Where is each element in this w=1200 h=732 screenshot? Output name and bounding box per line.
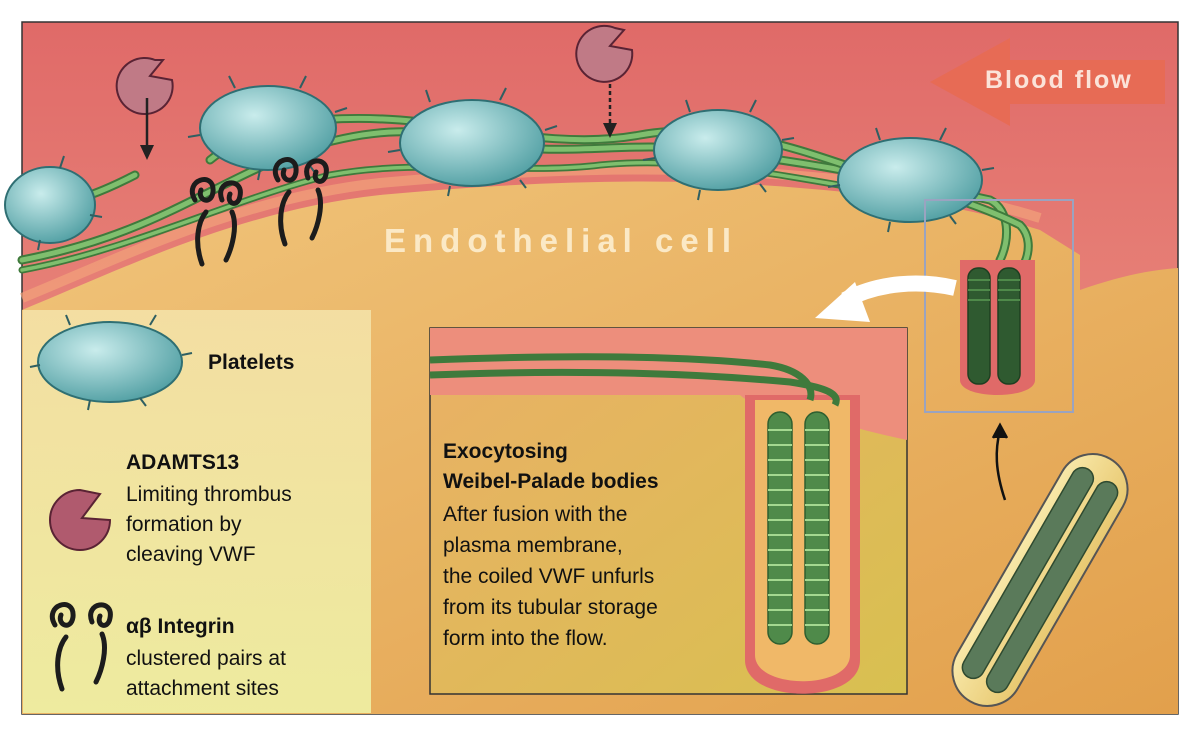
- wpb-arrow: [991, 422, 1009, 501]
- legend-integrin-line: clustered pairs at: [126, 647, 286, 670]
- legend-adamts13-line: cleaving VWF: [126, 543, 256, 566]
- inset-coils: [767, 411, 830, 645]
- legend-adamts13-line: formation by: [126, 513, 242, 536]
- legend-integrin-title: αβ Integrin: [126, 615, 235, 638]
- blood-flow-label: Blood flow: [985, 66, 1133, 94]
- exocytosis-site: [960, 260, 1035, 395]
- legend-adamts13-line: Limiting thrombus: [126, 483, 292, 506]
- legend-adamts13-icon: [49, 488, 112, 551]
- adamts13-surface: [115, 24, 634, 115]
- inset-body-line: form into the flow.: [443, 627, 608, 650]
- blood-flow-arrow: [930, 38, 1165, 126]
- adamts13-arrows: [140, 84, 617, 160]
- legend-platelets-title: Platelets: [208, 351, 295, 374]
- platelet: [837, 137, 983, 223]
- platelet: [199, 85, 337, 171]
- platelet: [4, 166, 96, 244]
- inset-body-line: the coiled VWF unfurls: [443, 565, 655, 588]
- inset-title-line: Exocytosing: [443, 440, 568, 463]
- inset-body-line: plasma membrane,: [443, 534, 623, 557]
- inset-body-line: After fusion with the: [443, 503, 628, 526]
- surface-platelets: [4, 85, 983, 244]
- inset-vwf: [429, 353, 840, 407]
- zoom-arrow: [815, 275, 957, 322]
- inset-body-line: from its tubular storage: [443, 596, 658, 619]
- zoom-box: [924, 199, 1074, 413]
- platelet: [399, 99, 545, 187]
- surface-integrins: [190, 157, 329, 267]
- legend-platelet-icon: [29, 314, 193, 411]
- weibel-palade-body: [951, 453, 1129, 707]
- inset-title-line: Weibel-Palade bodies: [443, 470, 659, 493]
- endothelial-cell-label: Endothelial cell: [384, 222, 739, 259]
- legend-integrin-icon: [50, 602, 113, 692]
- legend-integrin-line: attachment sites: [126, 677, 279, 700]
- legend-adamts13-title: ADAMTS13: [126, 451, 240, 474]
- platelet: [653, 109, 783, 191]
